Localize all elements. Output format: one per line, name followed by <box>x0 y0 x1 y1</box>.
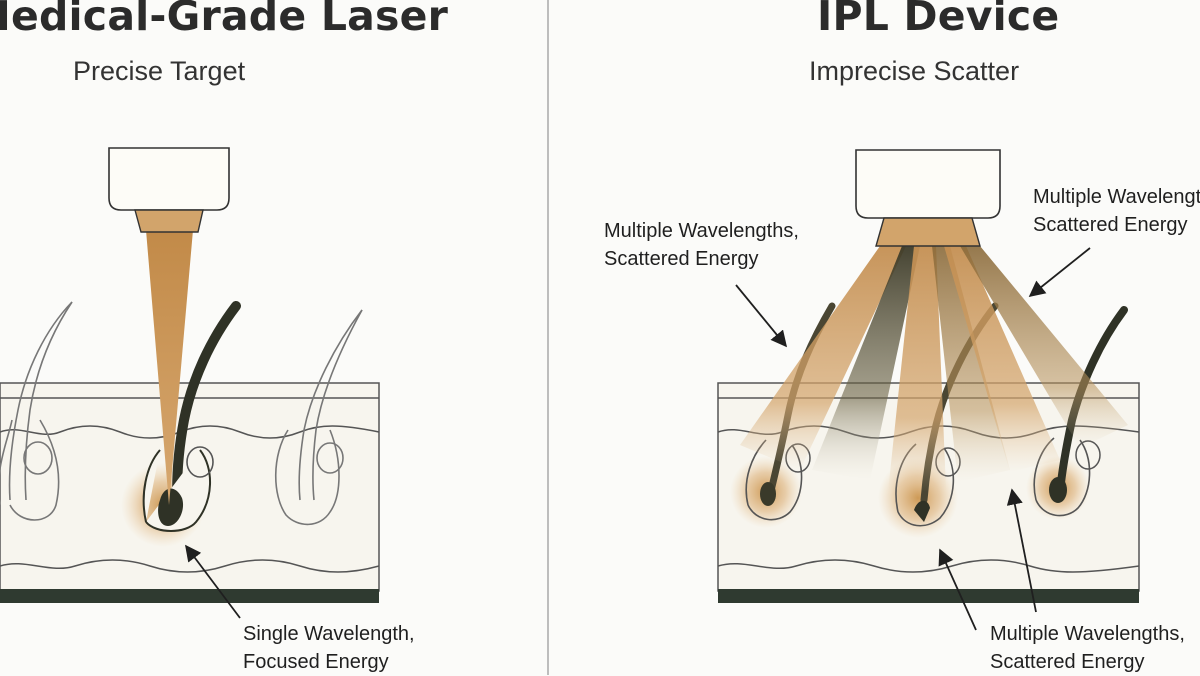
right-callout-top-right-label: Multiple Wavelengths, Scattered Energy <box>1033 183 1200 239</box>
laser-beam <box>146 230 193 505</box>
left-hair-follicle-2 <box>142 301 241 532</box>
right-callout-left-line1: Multiple Wavelengths, <box>604 220 799 242</box>
right-callout-arrow-left <box>735 284 788 348</box>
right-hair-follicle-3 <box>1033 306 1128 517</box>
right-callout-top-right-line1: Multiple Wavelengths, <box>1033 186 1200 208</box>
ipl-beam-1 <box>740 246 906 470</box>
right-callout-arrow-bottom-1 <box>938 548 977 631</box>
right-panel-title: IPL Device <box>817 0 1060 40</box>
left-hair-follicle-1 <box>0 301 73 521</box>
right-callout-top-right-line2: Scattered Energy <box>1033 214 1188 236</box>
panel-divider <box>547 0 549 675</box>
left-panel-title: Medical-Grade Laser <box>0 0 449 40</box>
ipl-beam-2 <box>812 246 920 480</box>
left-base-layer <box>0 589 379 603</box>
left-callout-arrow <box>185 544 241 619</box>
right-callout-arrow-bottom-2 <box>1006 488 1037 613</box>
left-callout-line2: Focused Energy <box>243 651 389 673</box>
laser-handpiece <box>108 147 230 233</box>
ipl-handpiece <box>855 149 1001 247</box>
ipl-beam-6 <box>960 246 1128 448</box>
right-callout-bottom-line2: Scattered Energy <box>990 651 1145 673</box>
left-callout-label: Single Wavelength, Focused Energy <box>243 620 415 676</box>
ipl-beam-3 <box>888 246 946 492</box>
right-callout-bottom-label: Multiple Wavelengths, Scattered Energy <box>990 620 1200 676</box>
right-callout-left-label: Multiple Wavelengths, Scattered Energy <box>604 217 799 273</box>
right-panel-subtitle: Imprecise Scatter <box>809 56 1020 86</box>
left-panel-subtitle: Precise Target <box>73 56 246 86</box>
left-callout-line1: Single Wavelength, <box>243 623 415 645</box>
right-callout-left-line2: Scattered Energy <box>604 248 759 270</box>
left-hair-follicle-3 <box>274 309 363 526</box>
ipl-beam-4 <box>932 246 1010 482</box>
right-base-layer <box>718 589 1139 603</box>
right-callout-arrow-top-right <box>1028 247 1091 298</box>
right-callout-bottom-line1: Multiple Wavelengths, <box>990 623 1185 645</box>
ipl-scattered-beams <box>740 246 1128 492</box>
ipl-beam-5 <box>944 246 1060 472</box>
